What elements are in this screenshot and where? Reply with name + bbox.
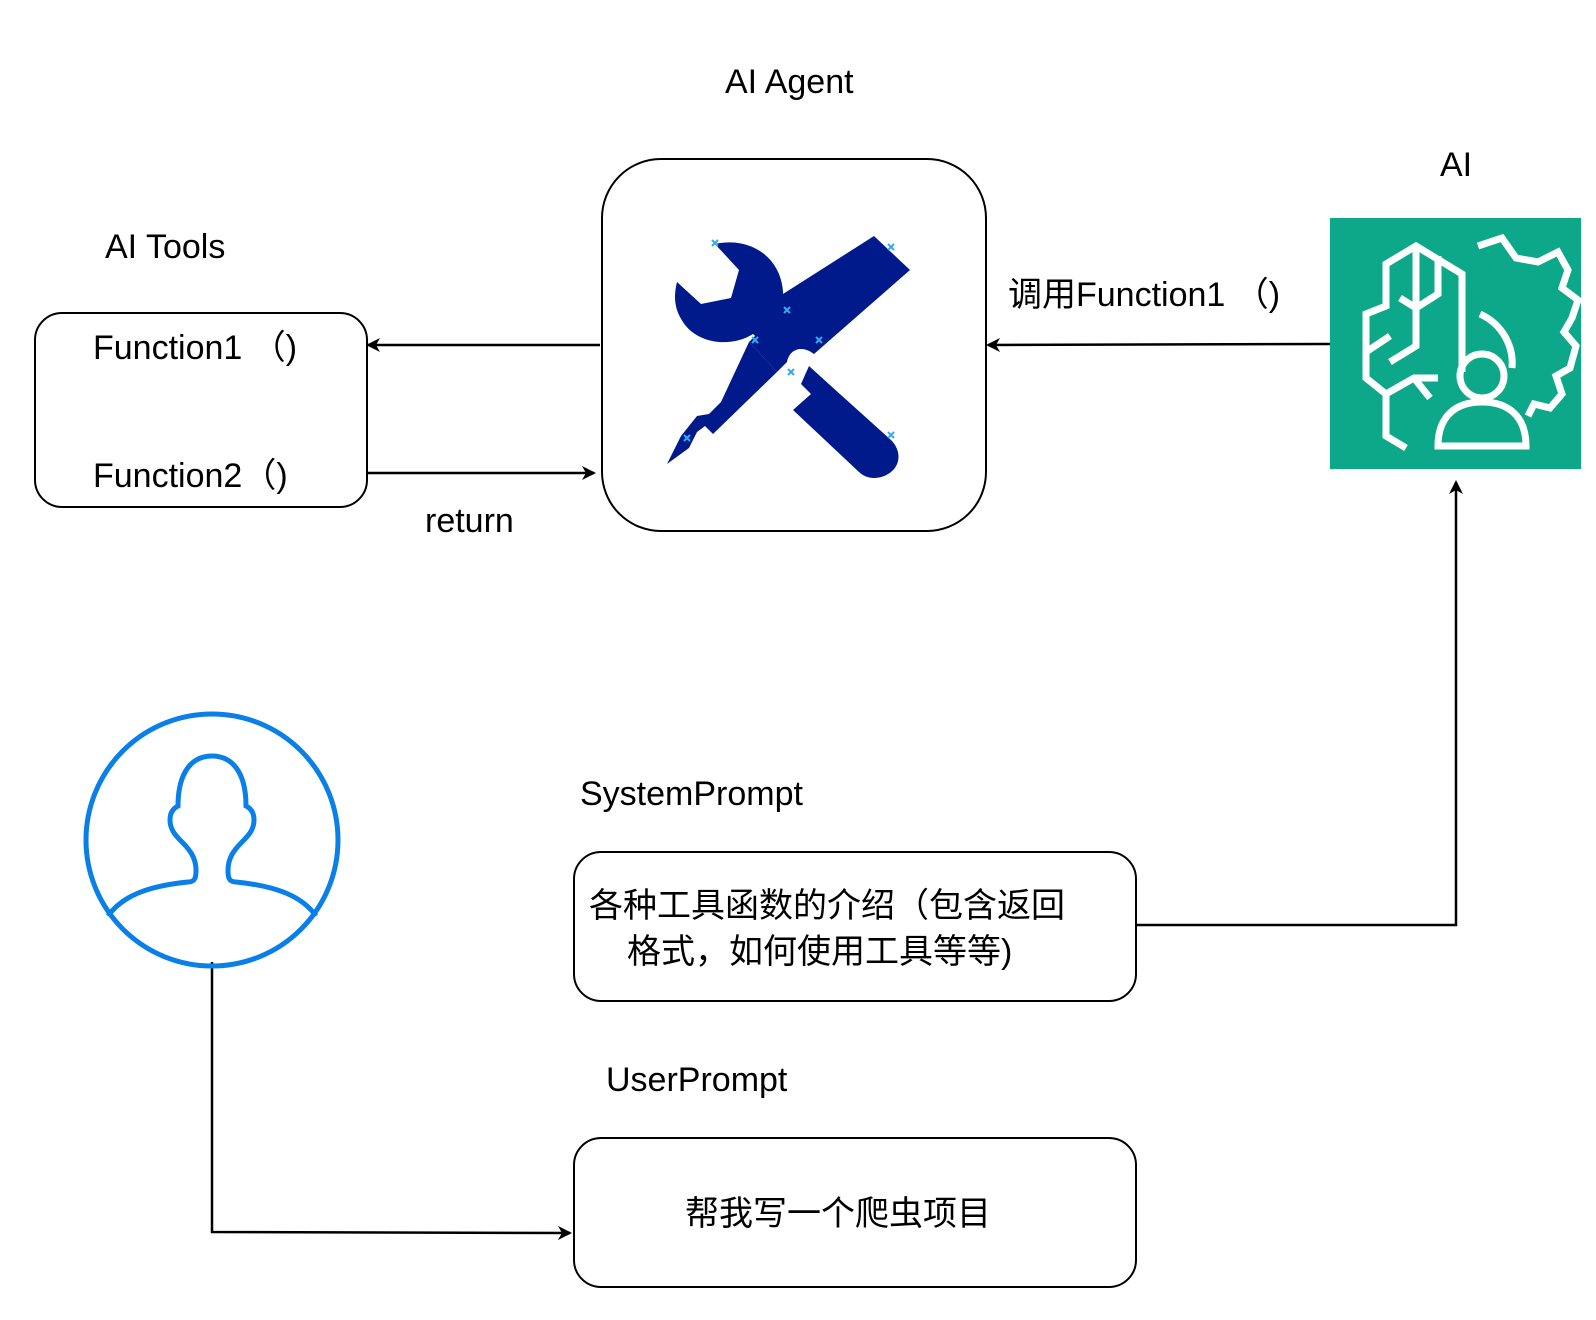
systemprompt-line-1: 各种工具函数的介绍（包含返回 (589, 887, 1065, 925)
edge-systemprompt-to-ai (1136, 480, 1463, 927)
return-label: return (425, 502, 514, 540)
userprompt-node[interactable]: 帮我写一个爬虫项目 (573, 1137, 1137, 1288)
function1-label[interactable]: Function1 （) (93, 329, 298, 367)
agent-node[interactable] (601, 158, 987, 532)
userprompt-text: 帮我写一个爬虫项目 (685, 1195, 991, 1233)
user-avatar-icon[interactable] (78, 710, 348, 970)
ai-brain-gear-user-icon (1362, 233, 1583, 452)
tools-node[interactable]: Function1 （) Function2（) (34, 312, 368, 508)
function2-label[interactable]: Function2（) (93, 457, 288, 495)
edge-user-to-userprompt (210, 962, 572, 1240)
wrench-screwdriver-icon (667, 236, 910, 478)
systemprompt-title: SystemPrompt (580, 775, 803, 813)
edge-ai-to-agent (986, 337, 1331, 352)
userprompt-title: UserPrompt (606, 1061, 788, 1099)
ai-title: AI (1440, 146, 1473, 184)
tools-title: AI Tools (105, 228, 226, 266)
agent-title: AI Agent (725, 63, 854, 101)
systemprompt-line-2: 格式，如何使用工具等等) (627, 933, 1013, 971)
ai-node[interactable] (1330, 218, 1583, 469)
systemprompt-node[interactable]: 各种工具函数的介绍（包含返回 格式，如何使用工具等等) (573, 851, 1137, 1002)
call-function1-label: 调用Function1 （) (1008, 276, 1281, 314)
